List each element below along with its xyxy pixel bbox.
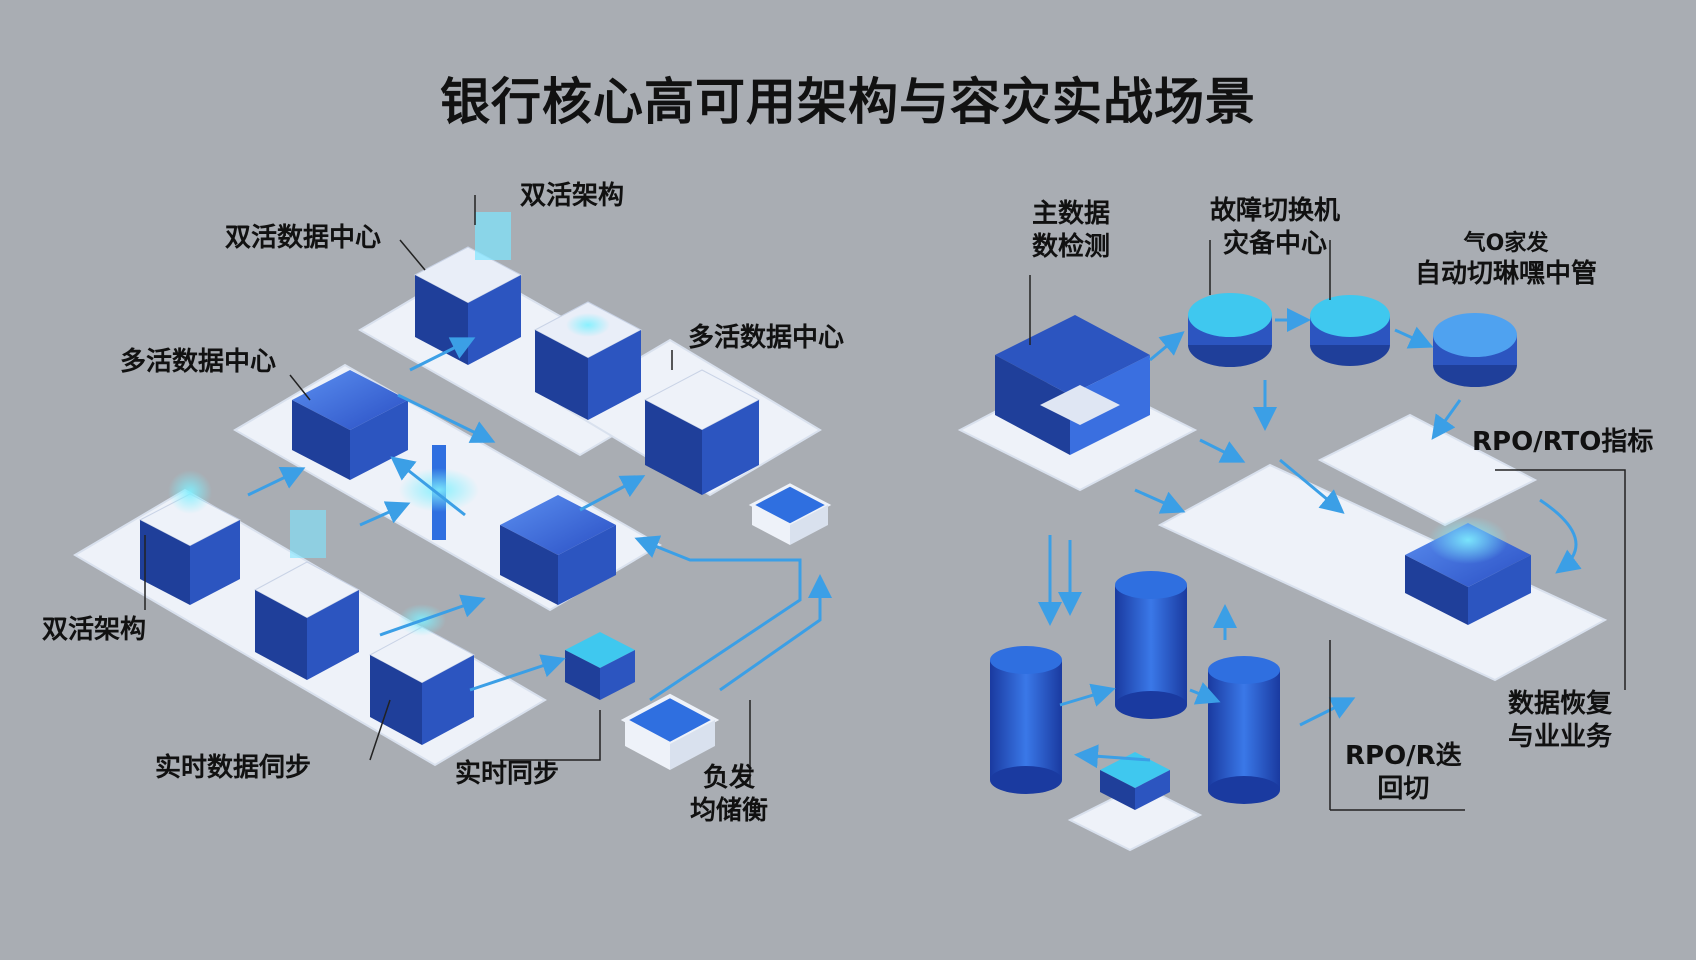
switch-node-2	[620, 693, 720, 770]
server-multi-active-left	[292, 370, 408, 480]
label-failover-line1: 故障切换机	[1210, 196, 1341, 226]
failover-node-1	[1188, 293, 1272, 367]
label-multi-active-dc-left: 多活数据中心	[120, 347, 277, 377]
label-auto-switch: 气O家发 自动切琳嘿中管	[1415, 230, 1597, 290]
label-realtime-data-sync: 实时数据伺步	[155, 753, 312, 783]
label-failover-line2: 灾备中心	[1223, 228, 1328, 259]
label-recovery-line2: 与业业务	[1508, 721, 1613, 752]
label-rpo-back-line1: RPO/R迭	[1345, 741, 1462, 771]
platform-dr-center	[1157, 463, 1608, 682]
failover-nodes	[1188, 293, 1517, 387]
label-load-balance-line1: 负发	[703, 763, 756, 793]
right-platforms	[1067, 413, 1608, 852]
failover-node-2	[1310, 295, 1390, 366]
failover-node-3	[1433, 313, 1517, 387]
label-primary-line1: 主数据	[1032, 199, 1111, 229]
label-recovery-line1: 数据恢复	[1508, 689, 1613, 719]
storage-cylinders	[990, 571, 1280, 804]
label-dual-active-arch-bottom: 双活架构	[42, 615, 147, 645]
server-dc-center	[533, 301, 643, 420]
label-rpo-back-line2: 回切	[1377, 773, 1430, 804]
primary-building	[957, 315, 1198, 492]
server-bottom-1	[138, 470, 242, 605]
left-arrows	[247, 337, 832, 702]
dr-center-server	[1405, 516, 1531, 625]
label-realtime-sync: 实时同步	[455, 759, 560, 789]
label-failover-dr-center: 故障切换机 灾备中心	[1210, 195, 1340, 260]
server-middle-right	[500, 495, 616, 605]
server-multi-active-right	[643, 369, 761, 495]
label-dual-active-dc: 双活数据中心	[225, 223, 382, 253]
label-primary-detection: 主数据 数检测	[1032, 198, 1110, 263]
storage-cylinder-1	[990, 646, 1062, 794]
switch-node-1	[565, 632, 635, 700]
restore-node	[1100, 752, 1170, 810]
right-leader-lines	[1029, 240, 1626, 811]
label-load-balance-line2: 均储衡	[690, 795, 769, 826]
label-primary-line2: 数检测	[1032, 231, 1111, 262]
label-auto-line1: 气O家发	[1463, 231, 1549, 256]
label-multi-active-dc-right: 多活数据中心	[688, 323, 845, 353]
server-bottom-2	[253, 510, 361, 680]
right-arrows	[1038, 308, 1582, 769]
storage-cylinder-3	[1208, 656, 1280, 804]
label-rpo-rto-metrics: RPO/RTO指标	[1472, 427, 1654, 457]
label-auto-line2: 自动切琳嘿中管	[1415, 258, 1598, 289]
platform-rpo	[1317, 413, 1538, 527]
server-dual-active-top	[413, 212, 523, 365]
label-rpo-switchback: RPO/R迭 回切	[1345, 740, 1462, 805]
storage-cylinder-2	[1115, 571, 1187, 719]
label-dual-active-arch-top: 双活架构	[520, 181, 625, 211]
diagram-title: 银行核心高可用架构与容灾实战场景	[440, 73, 1256, 131]
left-leader-lines	[144, 195, 751, 785]
label-load-balance: 负发 均储衡	[690, 762, 768, 827]
switch-node-3	[748, 483, 832, 545]
label-data-recovery: 数据恢复 与业业务	[1508, 688, 1612, 753]
